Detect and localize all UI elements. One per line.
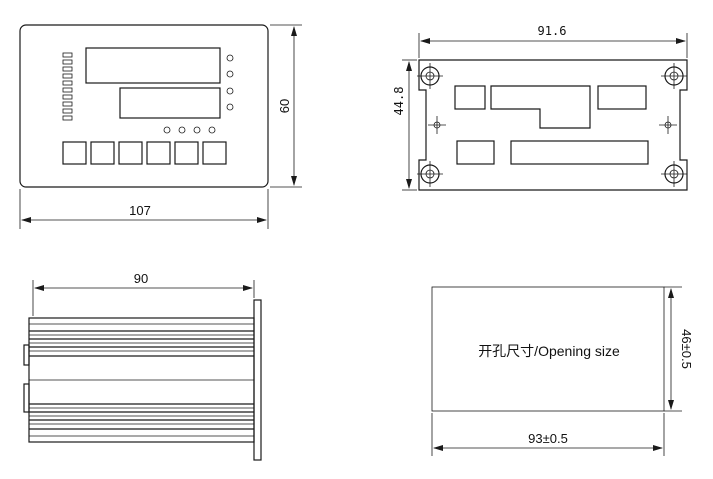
side-cooling-ribs-bottom [29, 403, 254, 437]
rear-width-dimension: 91.6 [418, 24, 688, 58]
cutout-caption: 开孔尺寸/Opening size [478, 343, 620, 359]
front-height-dimension: 60 [270, 24, 302, 188]
status-indicator-circles [163, 54, 234, 134]
main-display-window [85, 47, 221, 84]
led-indicator-column [62, 52, 73, 121]
side-rear-connector-bottom [23, 383, 30, 413]
cutout-height-dimension: 46±0.5 [664, 286, 694, 412]
cutout-width-dimension: 93±0.5 [431, 413, 665, 456]
rear-mounting-holes [417, 63, 687, 187]
rear-height-dimension: 44.8 [392, 59, 417, 191]
secondary-display-window [119, 87, 221, 119]
side-depth-dimension: 90 [32, 271, 255, 316]
front-width-dimension: 107 [19, 189, 269, 229]
side-front-bezel [253, 299, 262, 461]
cutout-view: 开孔尺寸/Opening size 46±0.5 93±0.5 [431, 286, 694, 456]
front-panel-outline [19, 24, 269, 188]
side-cooling-ribs-top [29, 323, 254, 357]
side-depth-label: 90 [134, 271, 148, 286]
rear-terminal-blocks [454, 85, 649, 165]
rear-width-label: 91.6 [538, 24, 567, 38]
rear-height-label: 44.8 [392, 87, 406, 116]
front-height-label: 60 [277, 99, 292, 113]
rear-panel-outline [418, 59, 688, 191]
cutout-outline [431, 286, 665, 412]
front-keypad [62, 141, 227, 165]
cutout-width-label: 93±0.5 [528, 431, 568, 446]
side-rear-connector-top [23, 344, 30, 366]
front-view: 60 107 [19, 24, 302, 229]
side-view: 90 [23, 271, 262, 461]
rear-view: 91.6 44.8 [392, 24, 688, 191]
front-width-label: 107 [129, 203, 151, 218]
cutout-height-label: 46±0.5 [679, 329, 694, 369]
